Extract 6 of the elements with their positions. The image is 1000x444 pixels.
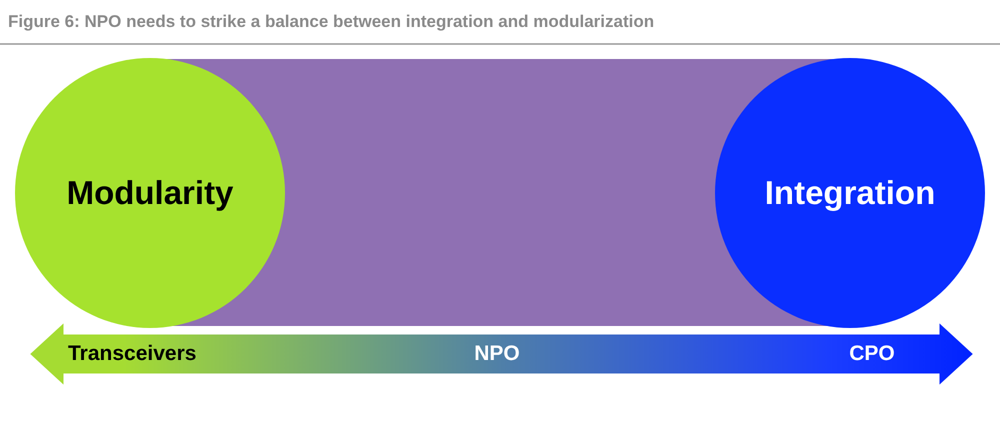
arrow-label: Transceivers — [68, 342, 196, 366]
arrow-label: NPO — [474, 342, 520, 366]
node-label: Modularity — [66, 174, 234, 212]
figure-title: Figure 6: NPO needs to strike a balance between integration and modularization — [8, 12, 654, 32]
arrow-label: CPO — [849, 342, 895, 366]
node-label: Integration — [764, 174, 936, 212]
